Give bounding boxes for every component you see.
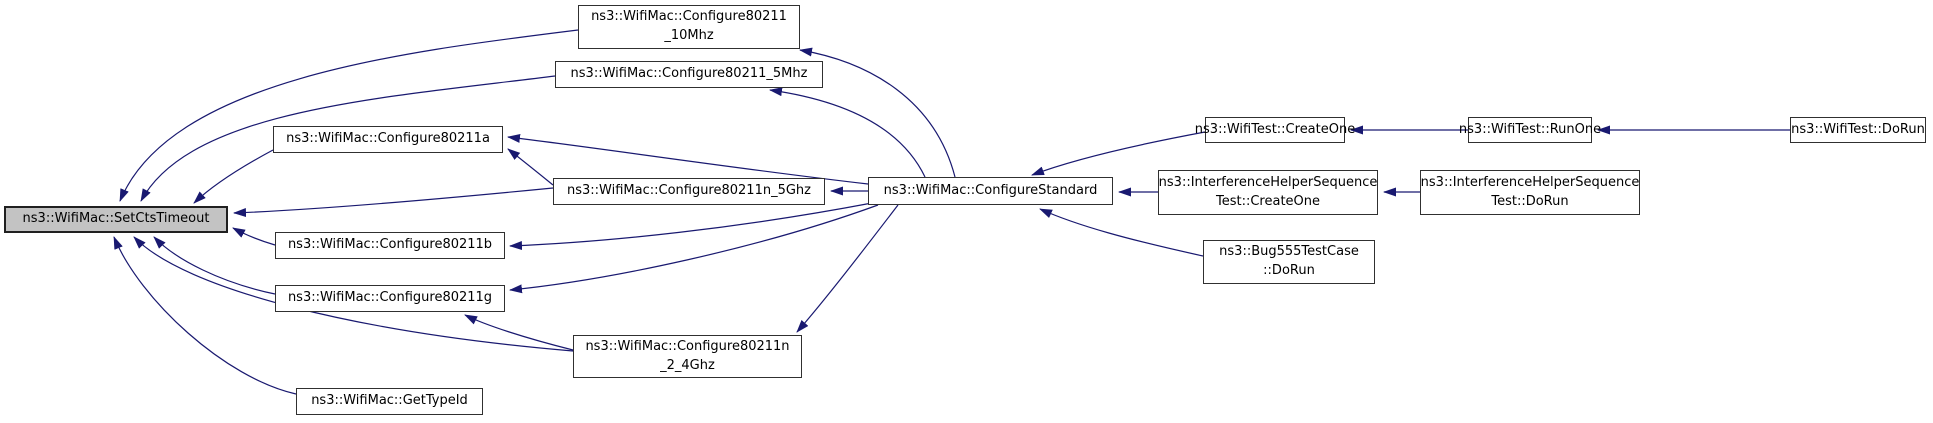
graph-node-configure80211-10mhz[interactable]: ns3::WifiMac::Configure80211 _10Mhz: [578, 5, 800, 49]
graph-node-configure80211n-5ghz[interactable]: ns3::WifiMac::Configure80211n_5Ghz: [553, 178, 825, 205]
edge-standard-to-b: [509, 202, 873, 251]
edge-n5ghz-to-a: [507, 148, 554, 186]
edge-b-to-setctstimeout: [232, 227, 276, 246]
edge-n24ghz-to-g: [464, 314, 574, 351]
graph-node-gettypeid[interactable]: ns3::WifiMac::GetTypeId: [296, 388, 483, 415]
edge-standard-to-10mhz: [799, 47, 956, 178]
graph-node-wifitest-dorun[interactable]: ns3::WifiTest::DoRun: [1790, 117, 1926, 143]
graph-node-interferencehelpersequencetest-dorun[interactable]: ns3::InterferenceHelperSequence Test::Do…: [1420, 170, 1640, 215]
graph-node-bug555testcase-dorun[interactable]: ns3::Bug555TestCase ::DoRun: [1203, 240, 1375, 284]
edge-standard-to-n24ghz: [796, 204, 899, 333]
edge-a-to-setctstimeout: [193, 149, 274, 204]
edge-wifitest-createone-to-standard: [1031, 131, 1206, 176]
graph-node-configure80211a[interactable]: ns3::WifiMac::Configure80211a: [273, 126, 503, 153]
graph-node-configurestandard[interactable]: ns3::WifiMac::ConfigureStandard: [868, 177, 1113, 205]
edge-bug555-to-standard: [1039, 208, 1204, 257]
edge-5mhz-to-setctstimeout: [140, 75, 556, 202]
graph-node-configure80211n-2-4ghz[interactable]: ns3::WifiMac::Configure80211n _2_4Ghz: [573, 335, 802, 378]
edge-standard-to-a: [507, 133, 869, 185]
graph-node-setctstimeout: ns3::WifiMac::SetCtsTimeout: [4, 206, 228, 233]
edge-n5ghz-to-setctstimeout: [233, 187, 554, 218]
graph-node-wifitest-runone[interactable]: ns3::WifiTest::RunOne: [1459, 117, 1601, 143]
graph-node-wifitest-createone[interactable]: ns3::WifiTest::CreateOne: [1195, 117, 1355, 143]
graph-node-configure80211-5mhz[interactable]: ns3::WifiMac::Configure80211_5Mhz: [555, 61, 823, 88]
edge-standard-to-g: [509, 204, 879, 294]
edge-g-to-setctstimeout: [153, 236, 276, 295]
edge-standard-to-5mhz: [769, 87, 926, 178]
graph-node-configure80211b[interactable]: ns3::WifiMac::Configure80211b: [275, 232, 505, 259]
edge-gettypeid-to-setctstimeout: [113, 236, 297, 395]
graph-node-interferencehelpersequencetest-createone[interactable]: ns3::InterferenceHelperSequence Test::Cr…: [1158, 170, 1378, 215]
graph-node-configure80211g[interactable]: ns3::WifiMac::Configure80211g: [275, 285, 505, 312]
edge-10mhz-to-setctstimeout: [119, 29, 579, 202]
